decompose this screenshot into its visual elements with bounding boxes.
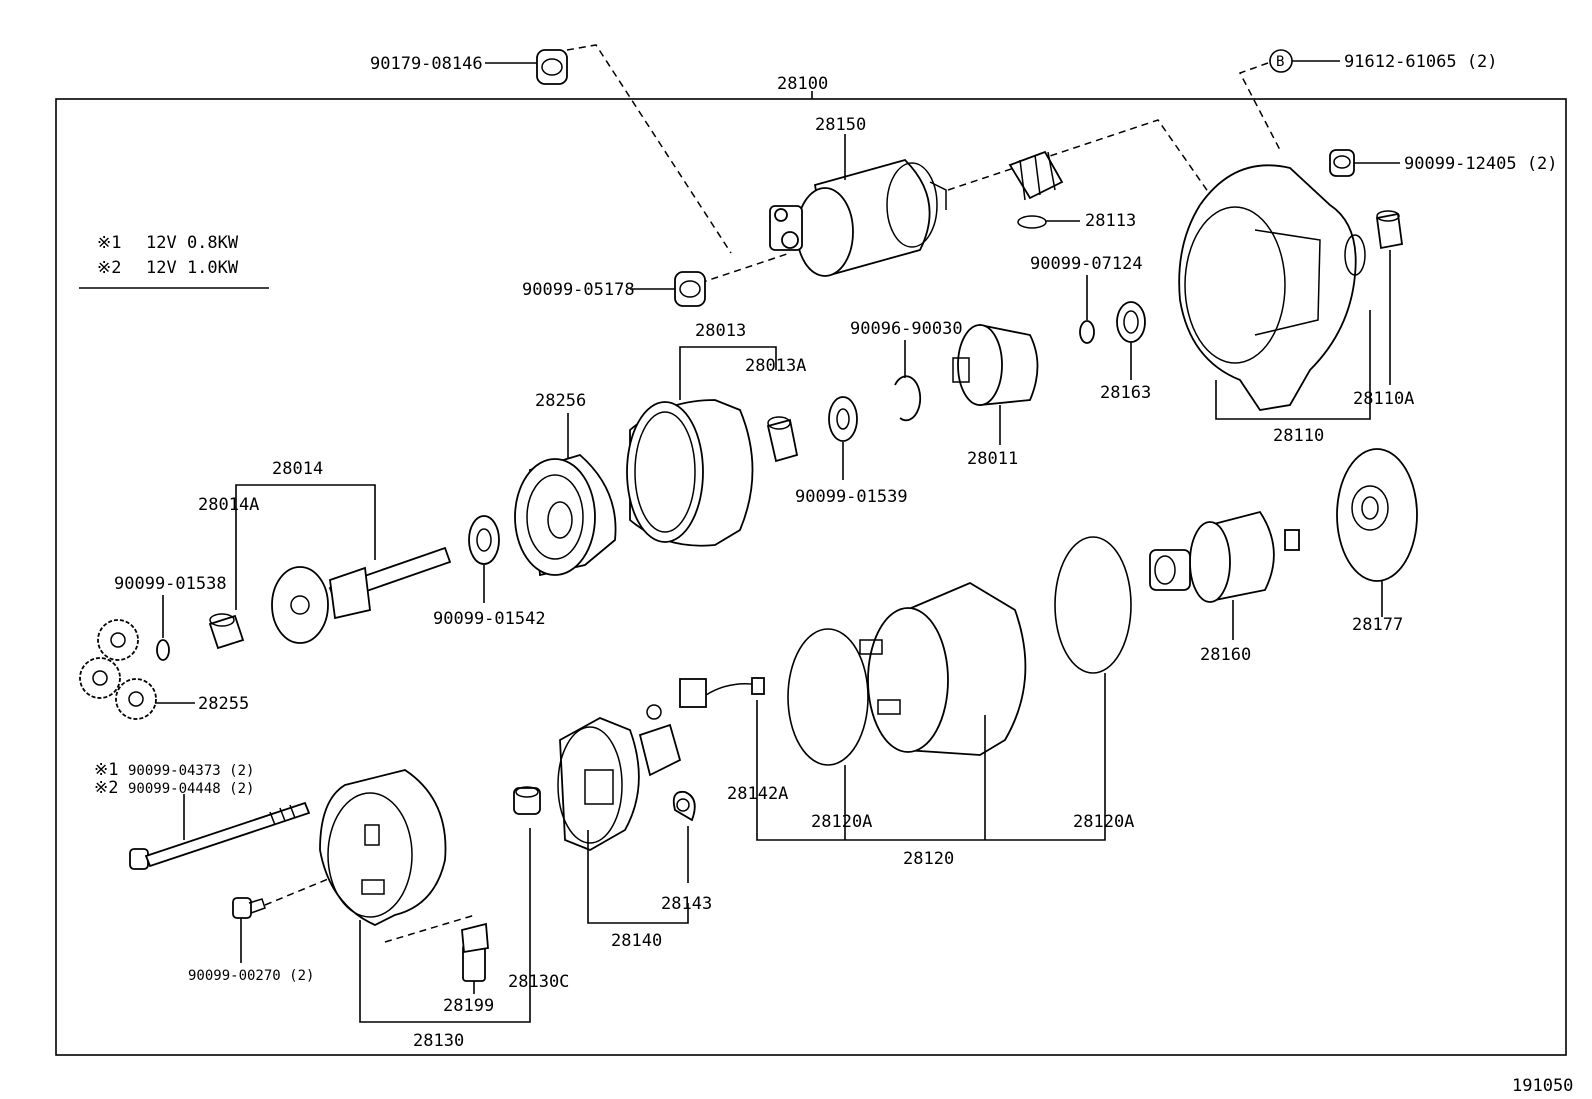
figure-id: 191050 — [1512, 1076, 1573, 1096]
clip-ring-90099-07124 — [1079, 320, 1095, 344]
clutch-28011 — [952, 323, 1039, 406]
label-bolt-mark-2: ※2 — [94, 778, 118, 798]
dust-cover-28177 — [1336, 448, 1418, 582]
through-bolt — [129, 801, 311, 870]
housing-28013 — [626, 399, 754, 547]
spec-note-1-text: 12V 0.8KW — [146, 233, 239, 253]
label-28143: 28143 — [661, 894, 712, 914]
label-bolt-pn-1: 90099-04373 (2) — [128, 763, 254, 779]
brush-spring-28143 — [672, 790, 696, 822]
end-frame-28130 — [319, 769, 447, 926]
label-28140: 28140 — [611, 931, 662, 951]
label-28142A: 28142A — [727, 784, 788, 804]
bearing-cap-28130C — [513, 786, 541, 815]
bushing-28110A — [1375, 210, 1404, 250]
terminal-kit-28113 — [1008, 150, 1064, 229]
lead-wire-28142A — [679, 677, 765, 708]
bushing-28013A — [766, 416, 799, 463]
label-90096-90030: 90096-90030 — [850, 319, 963, 339]
nut-90099-12405 — [1329, 149, 1355, 177]
label-28177: 28177 — [1352, 615, 1403, 635]
armature-28160 — [1149, 510, 1300, 603]
label-28256: 28256 — [535, 391, 586, 411]
label-28255: 28255 — [198, 694, 249, 714]
label-90179-08146: 90179-08146 — [370, 54, 483, 74]
planet-gears-28255 — [79, 619, 157, 720]
label-90099-01538: 90099-01538 — [114, 574, 227, 594]
grommet-90179-08146 — [536, 49, 568, 85]
label-90099-12405: 90099-12405 (2) — [1404, 154, 1558, 174]
bearing-28163 — [1116, 301, 1146, 343]
label-28110: 28110 — [1273, 426, 1324, 446]
reference-b-letter: B — [1276, 54, 1284, 70]
solenoid-28150 — [769, 158, 947, 277]
label-28100: 28100 — [777, 74, 828, 94]
label-28120A-right: 28120A — [1073, 812, 1134, 832]
label-28150: 28150 — [815, 115, 866, 135]
label-90099-01539: 90099-01539 — [795, 487, 908, 507]
label-28113: 28113 — [1085, 211, 1136, 231]
spec-notes: ※1 12V 0.8KW ※2 12V 1.0KW — [79, 233, 269, 289]
label-28110A: 28110A — [1353, 389, 1414, 409]
housing-28110 — [1178, 164, 1366, 411]
label-28130C: 28130C — [508, 972, 569, 992]
label-28011: 28011 — [967, 449, 1018, 469]
brush-holder-28140 — [557, 704, 682, 851]
label-28013A: 28013A — [745, 356, 806, 376]
label-90099-00270: 90099-00270 (2) — [188, 968, 314, 984]
label-28199: 28199 — [443, 996, 494, 1016]
label-28160: 28160 — [1200, 645, 1251, 665]
label-90099-05178: 90099-05178 — [522, 280, 635, 300]
snap-ring-90096-90030 — [894, 375, 922, 422]
assembly-frame — [55, 98, 1567, 1056]
insulator-28199 — [461, 922, 489, 982]
label-28120A-left: 28120A — [811, 812, 872, 832]
o-ring-28120A-right — [1054, 536, 1132, 674]
spec-note-2-text: 12V 1.0KW — [146, 258, 239, 278]
label-bolt-mark-1: ※1 — [94, 760, 118, 780]
washer-90099-01539 — [828, 396, 858, 442]
label-28013: 28013 — [695, 321, 746, 341]
washer-90099-01538 — [156, 639, 170, 661]
spec-note-1-mark: ※1 — [97, 233, 121, 253]
label-bolt-pn-2: 90099-04448 (2) — [128, 781, 254, 797]
label-90099-01542: 90099-01542 — [433, 609, 546, 629]
label-91612-61065: 91612-61065 (2) — [1344, 52, 1498, 72]
label-28014A: 28014A — [198, 495, 259, 515]
label-28130: 28130 — [413, 1031, 464, 1051]
screw-90099-00270 — [232, 897, 266, 919]
label-28163: 28163 — [1100, 383, 1151, 403]
grommet-90099-05178 — [674, 271, 706, 307]
washer-90099-01542 — [468, 515, 500, 565]
label-28120: 28120 — [903, 849, 954, 869]
label-28014: 28014 — [272, 459, 323, 479]
gear-housing-28256 — [514, 453, 617, 577]
yoke-28120 — [859, 581, 1027, 756]
output-shaft-28014 — [271, 546, 452, 644]
spec-note-2-mark: ※2 — [97, 258, 121, 278]
o-ring-28120A-left — [787, 628, 869, 766]
bushing-28014A — [208, 613, 245, 650]
label-90099-07124: 90099-07124 — [1030, 254, 1143, 274]
